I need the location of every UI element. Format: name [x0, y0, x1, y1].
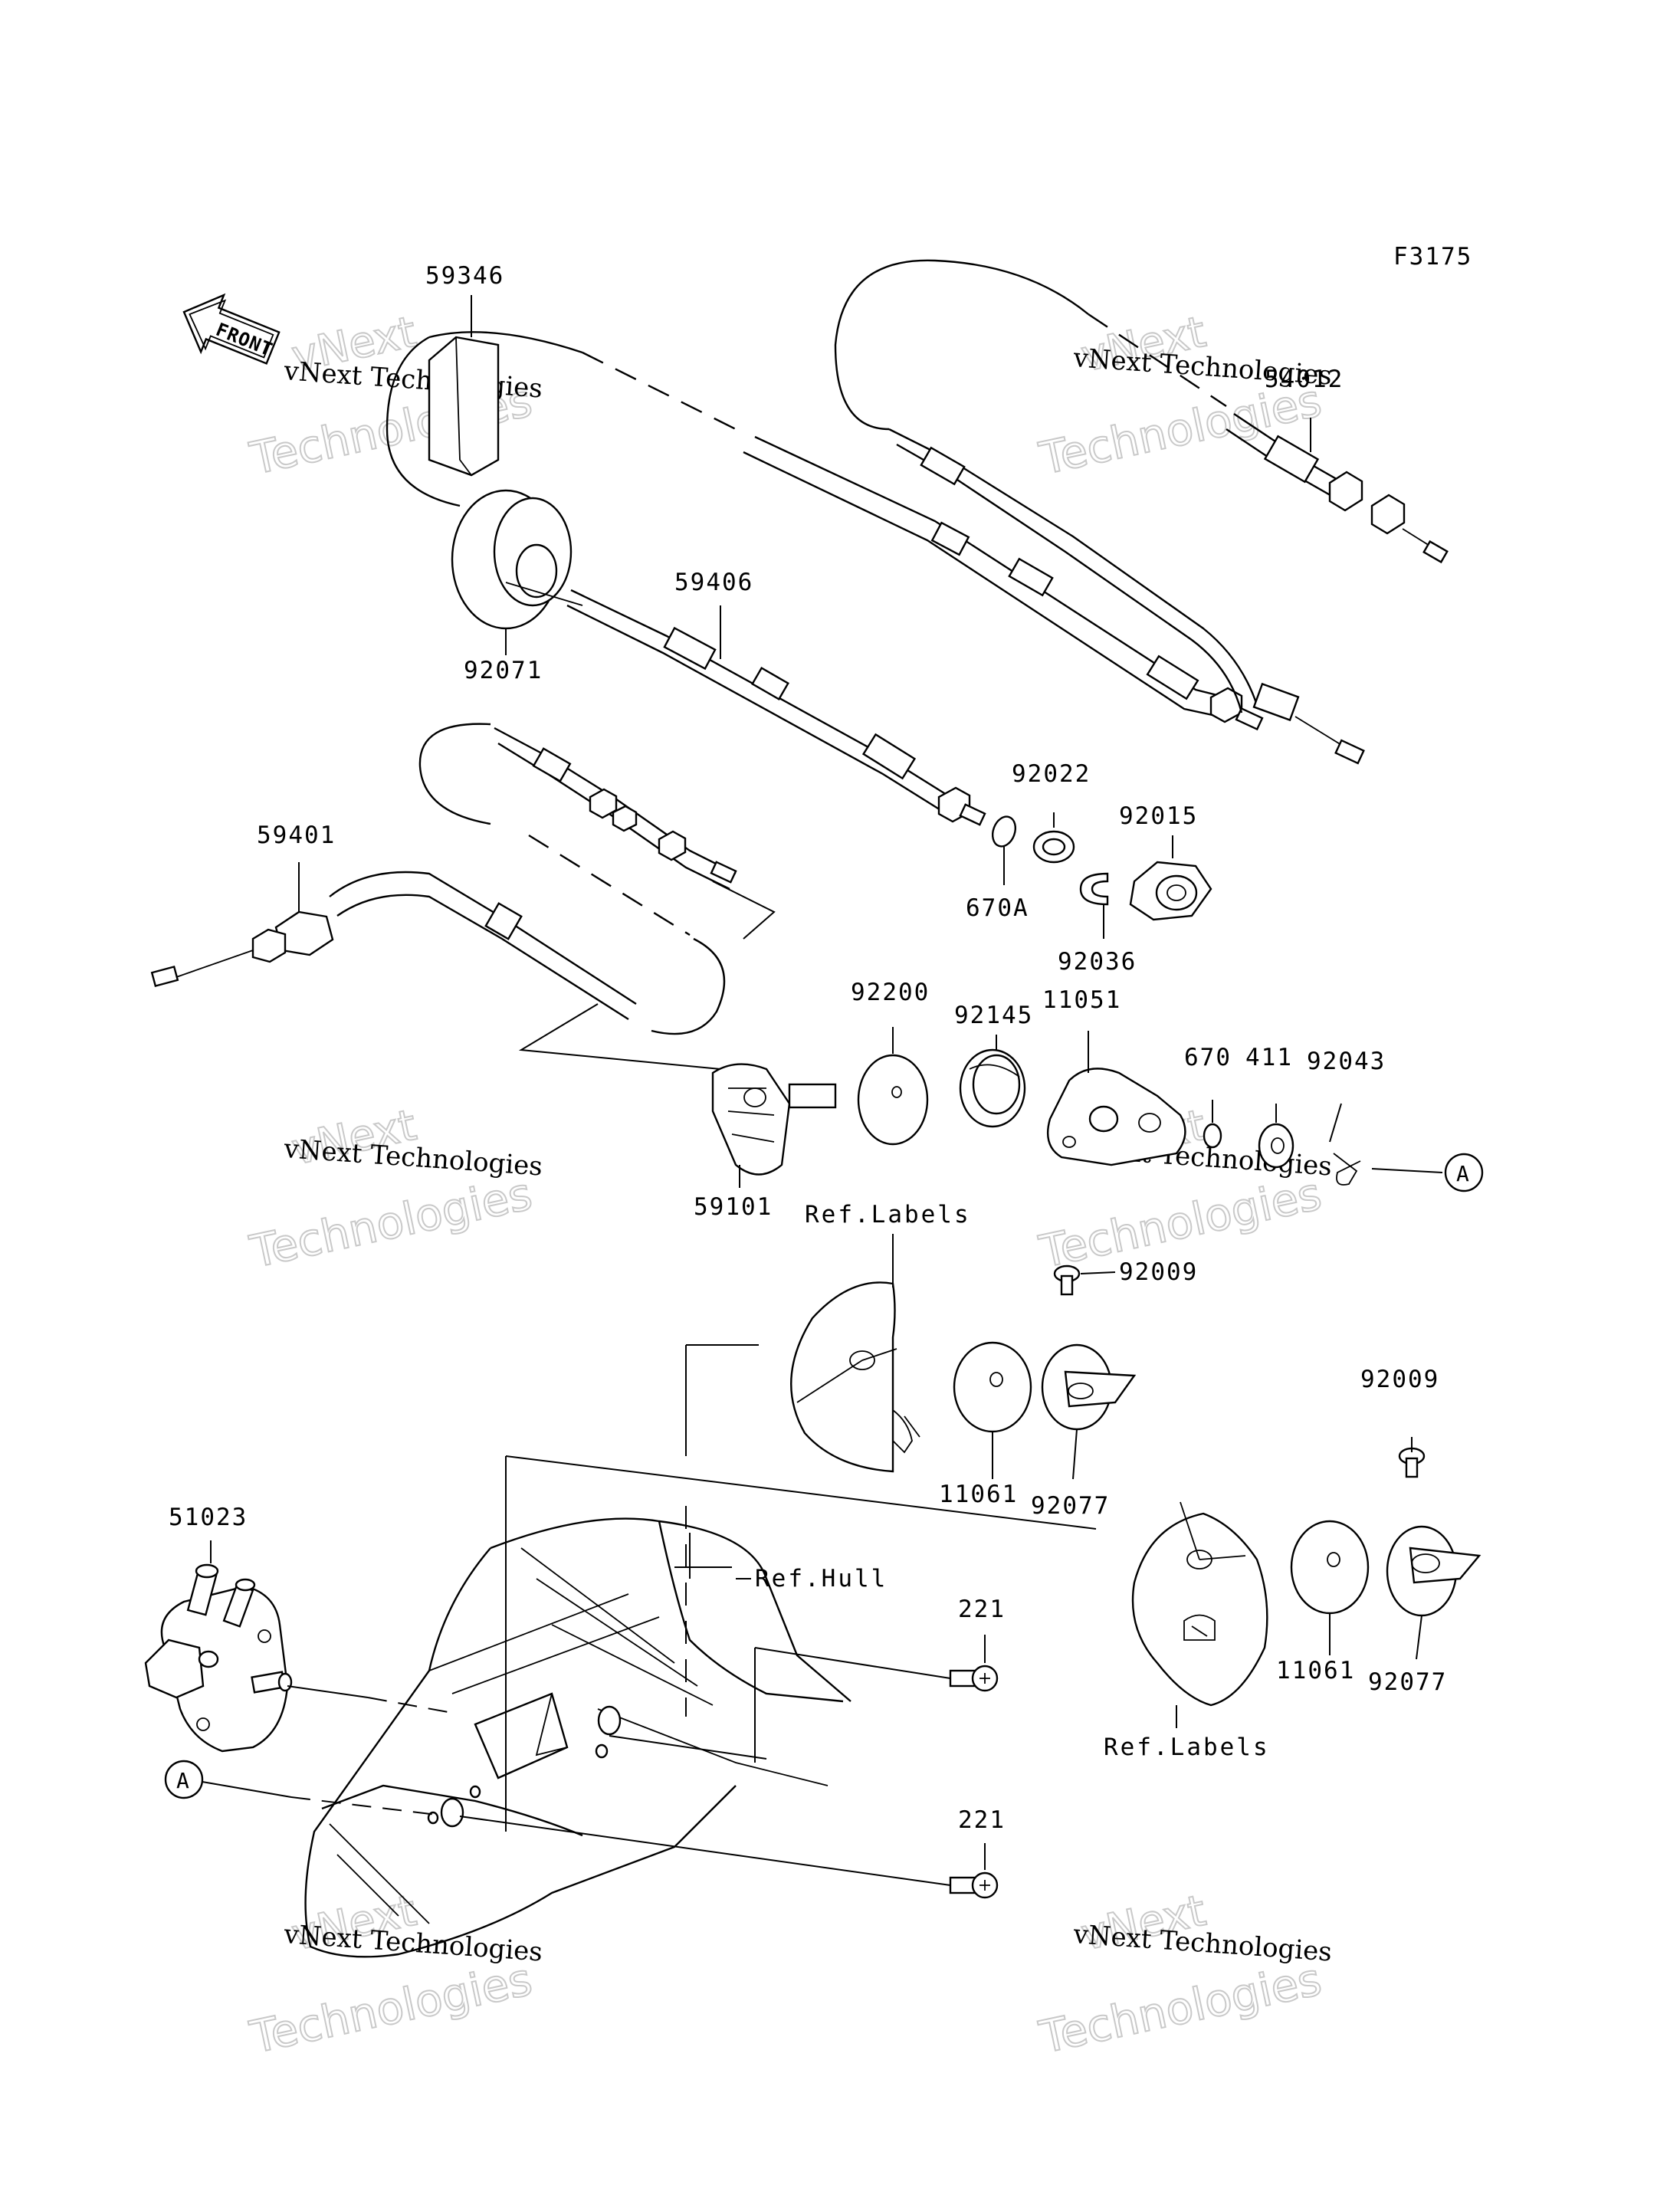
watermark-text: vNext Technologies	[282, 356, 543, 405]
part-92071	[451, 489, 583, 630]
label-59346: 59346	[425, 262, 504, 290]
part-92077-upper	[1041, 1343, 1137, 1431]
part-92145	[959, 1048, 1026, 1128]
ref-labels-bottom: Ref.Labels	[1104, 1734, 1270, 1761]
part-92009-upper	[1053, 1265, 1116, 1296]
watermark-text: Technologies	[1035, 1953, 1326, 2063]
part-92009-lower	[1398, 1447, 1426, 1478]
part-411	[1258, 1123, 1294, 1169]
label-670: 670	[1184, 1044, 1232, 1071]
cable-59406	[386, 331, 1264, 826]
label-221-lower: 221	[958, 1806, 1006, 1834]
label-670A: 670A	[966, 894, 1029, 922]
figure-code: F3175	[1393, 243, 1472, 271]
part-11051	[1046, 1068, 1186, 1166]
connector-a-label: A	[1456, 1161, 1469, 1186]
label-92009-upper: 92009	[1119, 1258, 1198, 1286]
label-59101: 59101	[694, 1193, 773, 1221]
connector-a-label: A	[176, 1768, 189, 1793]
ref-labels-upper	[790, 1281, 920, 1473]
label-92036: 92036	[1058, 948, 1137, 976]
part-59101	[711, 1063, 837, 1176]
label-92071: 92071	[464, 657, 543, 684]
label-411: 411	[1245, 1044, 1293, 1071]
part-221-upper	[949, 1665, 999, 1692]
part-92036	[1079, 872, 1109, 906]
part-51023	[144, 1563, 293, 1753]
ref-labels-top: Ref.Labels	[805, 1201, 971, 1228]
part-92022	[1032, 830, 1075, 864]
label-92022: 92022	[1012, 760, 1091, 788]
label-92200: 92200	[851, 979, 930, 1006]
label-221-upper: 221	[958, 1596, 1006, 1623]
front-arrow-icon: FRONT	[182, 293, 281, 365]
label-59406: 59406	[674, 569, 753, 596]
label-92043: 92043	[1307, 1048, 1386, 1075]
hull	[304, 1517, 851, 1958]
label-11061-upper: 11061	[939, 1481, 1018, 1508]
part-92200	[857, 1054, 929, 1146]
label-11051: 11051	[1042, 986, 1121, 1014]
cable-59401	[150, 723, 776, 1070]
watermark-group: vNext Technologies vNext Technologies vN…	[244, 307, 1333, 2065]
label-92077-lower: 92077	[1368, 1668, 1447, 1696]
watermark-text: Technologies	[245, 1167, 536, 1278]
cable-54012	[834, 259, 1449, 765]
part-670A	[991, 815, 1017, 848]
part-labels: 59346 54012 59406 92071 92022 92015 670A…	[169, 262, 1447, 1834]
watermark-text: Technologies	[245, 1953, 536, 2063]
label-54012: 54012	[1265, 366, 1344, 393]
part-11061-lower	[1290, 1520, 1370, 1615]
part-92015	[1129, 861, 1212, 921]
ref-labels-lower	[1131, 1501, 1268, 1707]
label-92009-lower: 92009	[1360, 1366, 1439, 1393]
part-11061-upper	[953, 1341, 1032, 1433]
connector-a-bottom: A	[164, 1760, 204, 1799]
label-59401: 59401	[257, 822, 336, 849]
leader-lines	[202, 295, 1422, 1886]
label-11061-lower: 11061	[1276, 1657, 1355, 1684]
ref-hull: Ref.Hull	[755, 1565, 888, 1593]
part-92043	[1333, 1153, 1361, 1186]
part-92077-lower	[1386, 1525, 1481, 1617]
label-51023: 51023	[169, 1504, 248, 1531]
part-221-lower	[949, 1871, 999, 1899]
part-670	[1203, 1123, 1222, 1149]
connector-a-top: A	[1444, 1153, 1484, 1192]
part-59346	[428, 336, 500, 477]
label-92077-upper: 92077	[1031, 1492, 1110, 1520]
label-92015: 92015	[1119, 802, 1198, 830]
ref-labels: Ref.Labels Ref.Labels Ref.Hull	[755, 1201, 1270, 1761]
label-92145: 92145	[954, 1002, 1033, 1029]
